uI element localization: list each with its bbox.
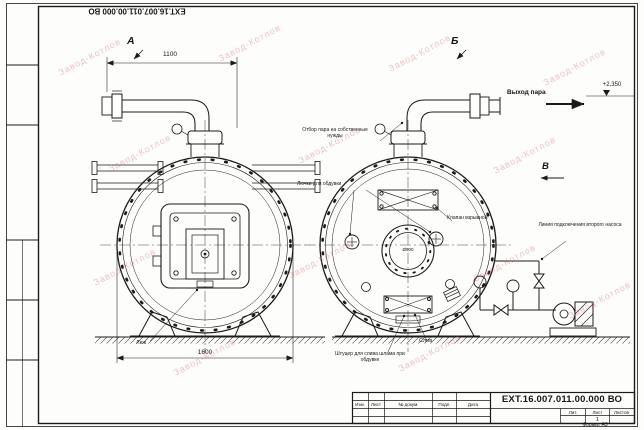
centerlines — [100, 120, 512, 352]
annotation-steam-own-needs: Отбор пара на собственные нужды — [302, 127, 368, 139]
view-label-a: А — [127, 35, 135, 47]
view-label-v: В — [542, 161, 549, 172]
boiler-front-view — [91, 90, 321, 337]
view-label-b: Б — [451, 35, 459, 47]
annotation-drain: Слив — [419, 338, 433, 344]
title-block-doc-number: ЕХТ.16.007.011.00.000 ВО — [501, 394, 623, 405]
annotation-explosion-valve: Клапан взрывной — [447, 215, 488, 221]
doc-number-rotated: ЕХТ.16.007.011.00.000 ВО — [88, 6, 186, 16]
manhole-diameter-label: Ø500 — [402, 247, 414, 252]
format-label: Формат А3 — [582, 422, 608, 429]
annotation-manhole: Люк — [136, 340, 147, 346]
title-block-col-sign: Подп. — [438, 402, 451, 407]
boiler-rear-view — [319, 93, 501, 337]
annotation-sludge-drain: Штуцер для слива шлама при обдувке — [335, 351, 405, 363]
dimension-lines — [106, 57, 294, 363]
annotation-blow-hatches: Лючки для обдувки — [297, 181, 342, 187]
level-mark: +2,350 — [602, 82, 622, 88]
feed-pump-assembly — [473, 260, 597, 337]
sheet-frame — [6, 3, 638, 427]
dimension-1600: 1600 — [197, 349, 213, 356]
title-block-list-label: Лист — [592, 409, 603, 415]
title-block — [351, 391, 636, 425]
title-block-listov-label: Листов — [614, 409, 629, 415]
leader-lines — [149, 121, 567, 353]
title-block-col-list: Лист — [371, 402, 381, 407]
ground-hatch — [95, 336, 630, 344]
title-block-col-date: Дата — [467, 402, 479, 407]
view-and-flow-arrows — [133, 49, 634, 181]
annotation-second-pump-line: Линия подключения второго насоса — [538, 222, 622, 228]
title-block-lit-label: Лит. — [568, 409, 578, 415]
title-block-col-doc: № докум. — [398, 402, 419, 407]
annotation-steam-outlet: Выход пара — [507, 89, 546, 96]
title-block-sheet-value: 1 — [595, 416, 600, 423]
dimension-1100: 1100 — [163, 51, 177, 58]
title-block-col-izm: Изм. — [355, 402, 365, 407]
